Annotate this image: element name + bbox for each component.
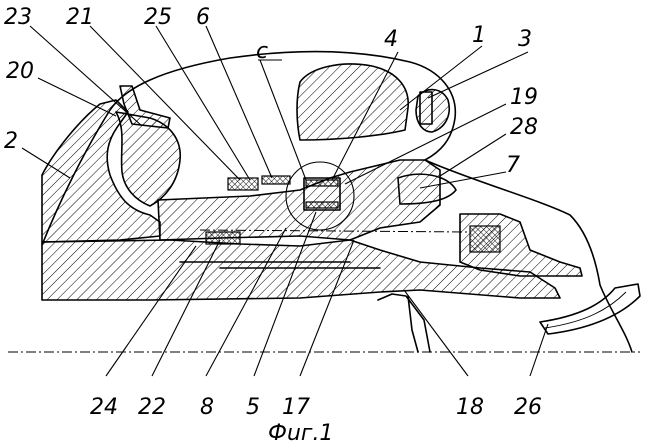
support-cone-18 xyxy=(378,294,430,352)
label-6: 6 xyxy=(196,5,210,30)
label-18: 18 xyxy=(456,395,484,420)
bearing-4-race-bottom xyxy=(306,202,338,208)
label-17: 17 xyxy=(282,395,310,420)
right-bearing xyxy=(470,226,500,252)
label-4: 4 xyxy=(384,27,398,52)
label-24: 24 xyxy=(90,395,118,420)
label-19: 19 xyxy=(510,85,538,110)
label-3: 3 xyxy=(518,27,532,52)
label-1: 1 xyxy=(472,23,486,48)
label-21: 21 xyxy=(66,5,94,30)
hub-part-7 xyxy=(158,160,440,240)
seal-25-top xyxy=(228,178,258,190)
label-25: 25 xyxy=(144,5,172,30)
label-7: 7 xyxy=(506,153,520,178)
figure-caption: Фuг.1 xyxy=(268,421,333,446)
label-23: 23 xyxy=(4,5,32,30)
bearing-4-race-top xyxy=(306,180,338,186)
label-20: 20 xyxy=(6,59,34,84)
outer-ring-part-1 xyxy=(297,64,408,140)
label-5: 5 xyxy=(246,395,260,420)
seal-6 xyxy=(262,176,290,184)
label-22: 22 xyxy=(138,395,166,420)
label-c: c xyxy=(256,39,268,64)
label-2: 2 xyxy=(4,129,18,154)
label-8: 8 xyxy=(200,395,214,420)
label-26: 26 xyxy=(514,395,542,420)
label-28: 28 xyxy=(510,115,538,140)
